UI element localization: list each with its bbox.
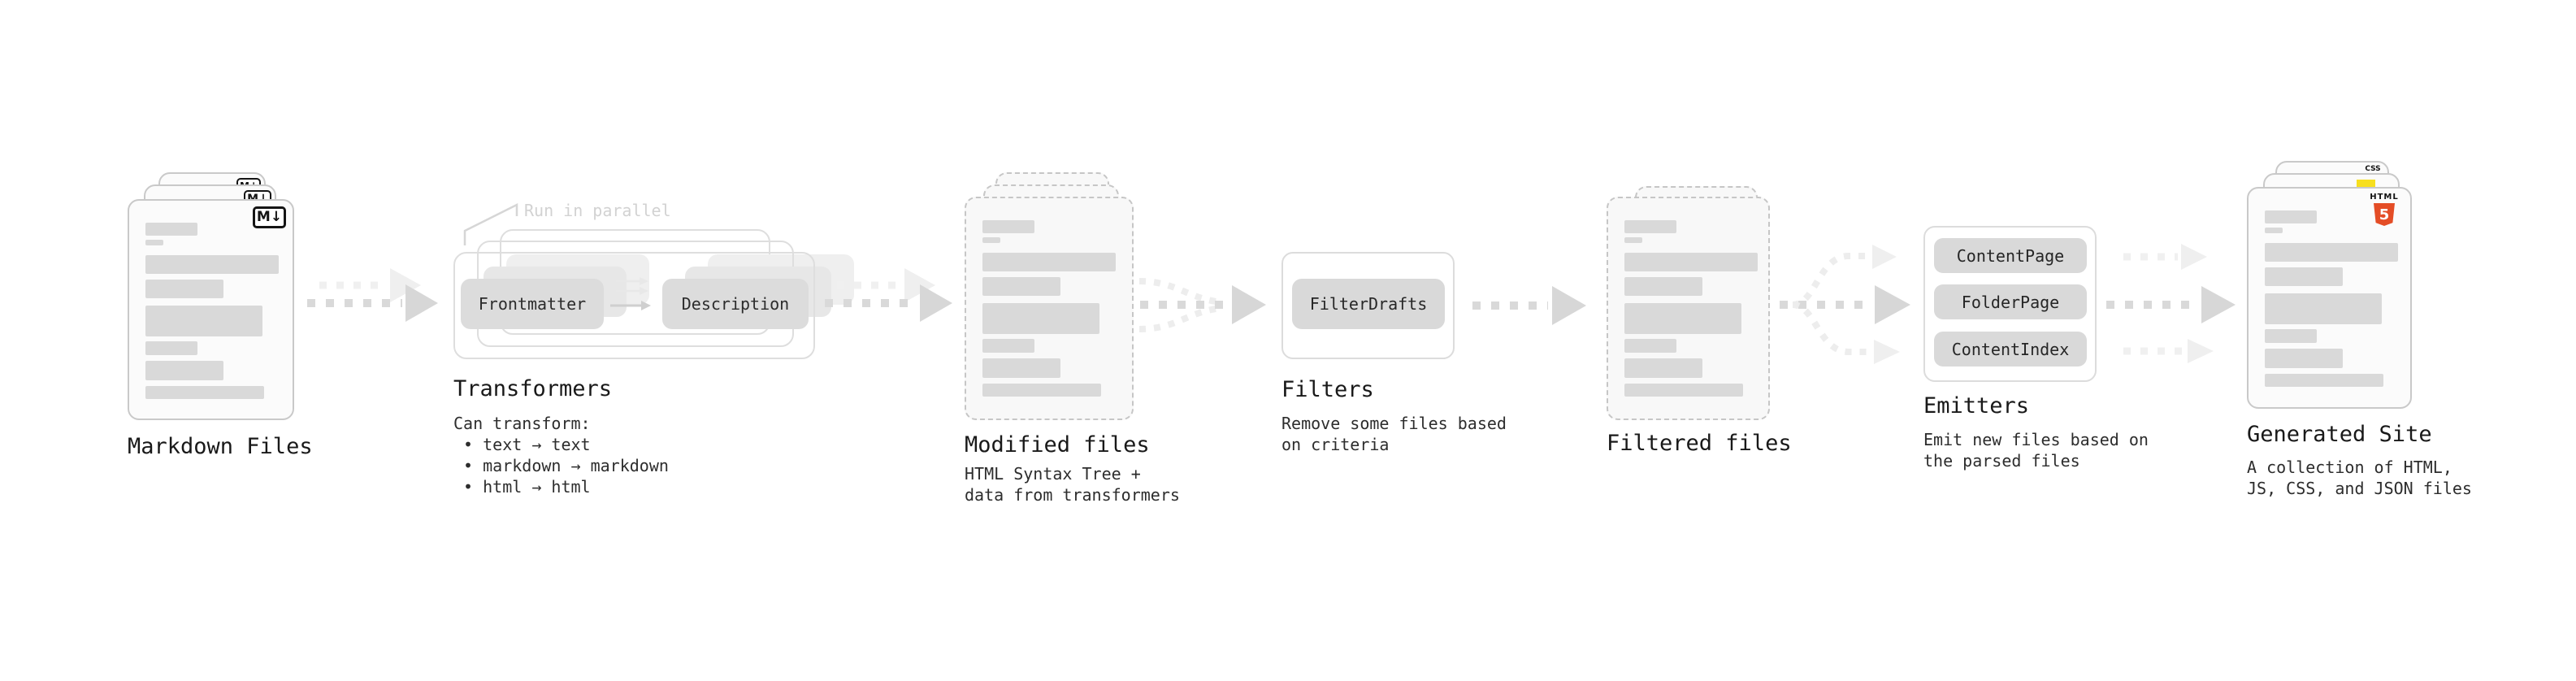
arrowhead-icon <box>2181 244 2207 270</box>
stage-desc-filters: Remove some files based on criteria <box>1281 414 1507 454</box>
arrowhead-icon <box>2188 339 2214 363</box>
modified-file-card <box>965 197 1134 420</box>
stage-label-emitters: Emitters <box>1923 393 2030 419</box>
text-line-placeholder <box>982 277 1060 296</box>
text-line-placeholder <box>982 303 1099 334</box>
filter-box-filterdrafts: FilterDrafts <box>1292 279 1445 329</box>
arrowhead-icon <box>1875 285 1910 324</box>
arrowhead-icon <box>1232 285 1266 324</box>
text-line-placeholder <box>982 253 1116 271</box>
text-line-placeholder <box>982 339 1034 353</box>
arrow-modified-to-filters <box>1138 278 1266 332</box>
text-line-placeholder <box>2265 329 2317 343</box>
arrowhead-icon <box>1872 245 1897 269</box>
arrowhead-icon <box>2201 286 2236 323</box>
text-line-placeholder <box>2265 293 2382 324</box>
text-line-placeholder <box>1624 220 1676 233</box>
arrow-filters-to-filtered <box>1472 286 1586 325</box>
diverging-curve <box>1792 301 1871 355</box>
filtered-file-card <box>1607 197 1770 420</box>
stage-desc-generated-site: A collection of HTML, JS, CSS, and JSON … <box>2247 458 2472 498</box>
converging-curve <box>1138 278 1223 306</box>
text-line-placeholder <box>145 223 197 236</box>
arrow-filtered-to-emitters <box>1780 245 1910 364</box>
arrowhead-icon <box>405 284 438 322</box>
stage-desc-emitters: Emit new files based on the parsed files <box>1923 430 2149 471</box>
transformer-panel <box>453 252 815 359</box>
arrowhead-icon <box>904 268 935 302</box>
text-line-placeholder <box>1624 237 1642 243</box>
text-line-placeholder <box>1624 277 1702 296</box>
arrowhead-icon <box>920 284 952 322</box>
transformer-box-frontmatter: Frontmatter <box>461 279 604 329</box>
text-line-placeholder <box>2265 228 2283 233</box>
text-line-placeholder <box>2265 210 2317 223</box>
diverging-curve <box>1792 253 1869 308</box>
text-line-placeholder <box>145 341 197 355</box>
site-file-card: HTML 5 <box>2247 187 2412 409</box>
text-line-placeholder <box>1624 253 1758 271</box>
text-line-placeholder <box>2265 267 2343 286</box>
arrowhead-icon <box>390 268 421 302</box>
text-line-placeholder <box>2265 374 2383 387</box>
text-line-placeholder <box>145 240 163 245</box>
markdown-file-card: M↓ <box>128 199 294 420</box>
arrowhead-icon <box>1874 340 1900 364</box>
stage-label-modified-files: Modified files <box>965 432 1150 458</box>
text-line-placeholder <box>145 386 264 399</box>
text-line-placeholder <box>145 255 279 274</box>
converging-curve <box>1138 305 1223 332</box>
stage-desc-transformers: Can transform: • text → text • markdown … <box>453 414 669 497</box>
text-line-placeholder <box>1624 358 1702 378</box>
text-line-placeholder <box>982 358 1060 378</box>
text-line-placeholder <box>2265 349 2343 368</box>
text-line-placeholder <box>2265 243 2398 262</box>
arrow-emitters-to-site <box>2106 244 2236 363</box>
text-line-placeholder <box>145 280 223 298</box>
emitter-box-contentpage: ContentPage <box>1934 238 2087 273</box>
run-in-parallel-annotation: Run in parallel <box>524 201 671 220</box>
stage-label-filtered-files: Filtered files <box>1607 431 1792 456</box>
text-line-placeholder <box>982 220 1034 233</box>
text-line-placeholder <box>982 384 1101 397</box>
html5-logo-icon: HTML 5 <box>2368 193 2400 226</box>
stage-label-transformers: Transformers <box>453 376 613 401</box>
stage-label-filters: Filters <box>1281 377 1374 402</box>
transformer-box-description: Description <box>662 279 809 329</box>
emitter-box-folderpage: FolderPage <box>1934 284 2087 319</box>
arrow-markdown-to-transformers <box>307 268 438 322</box>
text-line-placeholder <box>145 361 223 380</box>
text-line-placeholder <box>1624 339 1676 353</box>
text-line-placeholder <box>145 306 262 336</box>
emitter-box-contentindex: ContentIndex <box>1934 332 2087 367</box>
stage-label-markdown-files: Markdown Files <box>128 434 313 459</box>
markdown-logo-icon: M↓ <box>253 206 286 228</box>
stage-label-generated-site: Generated Site <box>2247 422 2432 447</box>
arrowhead-icon <box>1552 286 1586 325</box>
text-line-placeholder <box>1624 384 1743 397</box>
text-line-placeholder <box>1624 303 1741 334</box>
text-line-placeholder <box>982 237 1000 243</box>
stage-desc-modified-files: HTML Syntax Tree + data from transformer… <box>965 464 1180 505</box>
